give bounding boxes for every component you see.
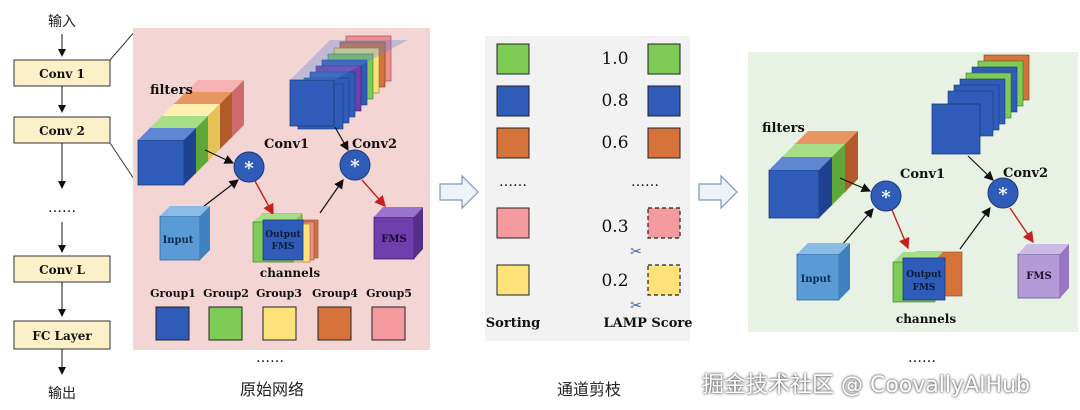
svg-text:Conv 1: Conv 1 [39, 67, 85, 81]
sorted-swatch-2 [496, 85, 530, 117]
scissors-icon: ✂ [630, 298, 642, 314]
group5-label: Group5 [366, 287, 412, 300]
svg-text:*: * [244, 158, 254, 179]
pruned-fms-cube: FMS [1017, 244, 1069, 299]
flow-output-label: 输出 [48, 386, 76, 402]
group3-swatch [262, 306, 297, 341]
flow-ellipsis: …… [48, 200, 76, 216]
sorted-swatch-1 [496, 43, 530, 75]
pruned-ellipsis: …… [908, 350, 936, 366]
groups-ellipsis: …… [256, 350, 284, 366]
lamp-score-label: LAMP Score [603, 316, 692, 331]
conv1-label: Conv1 [264, 137, 309, 152]
svg-text:Input: Input [163, 235, 194, 246]
score-2: 0.8 [601, 91, 628, 111]
flow-input-label: 输入 [48, 14, 76, 30]
scored-swatch-1 [647, 43, 681, 75]
pruned-conv2-operator: * [987, 177, 1019, 209]
group1-swatch [155, 306, 190, 341]
pruned-channels-label: channels [896, 312, 956, 326]
pruned-conv1-operator: * [870, 180, 902, 212]
pruned-swatch-2 [647, 264, 681, 296]
score-ellipsis: …… [631, 174, 659, 190]
svg-text:FMS: FMS [913, 283, 936, 293]
svg-text:*: * [998, 184, 1008, 205]
sorting-label: Sorting [486, 316, 540, 331]
flow-fc: FC Layer [13, 320, 111, 350]
svg-text:FMS: FMS [1026, 271, 1051, 282]
pruned-network-panel: filters * Conv1 * Conv2 [748, 52, 1078, 332]
flow-arrow-1 [439, 174, 479, 210]
sorting-ellipsis: …… [499, 174, 527, 190]
group5-swatch [371, 306, 406, 341]
group4-swatch [317, 306, 352, 341]
original-network-caption: 原始网络 [240, 380, 305, 399]
channels-label: channels [260, 266, 320, 280]
pruned-input-cube: Input [796, 243, 850, 301]
scored-swatch-2 [647, 85, 681, 117]
pruned-swatch-1 [647, 207, 681, 239]
watermark: 掘金技术社区 @ CoovallyAIHub [702, 373, 1031, 398]
svg-text:FMS: FMS [381, 234, 406, 245]
score-1: 1.0 [601, 49, 628, 69]
group3-label: Group3 [256, 287, 302, 300]
conv2-kernel-stack [289, 35, 408, 130]
flow-conv2: Conv 2 [13, 116, 111, 144]
pruned-filters-label: filters [762, 121, 805, 136]
filter-stack [137, 80, 244, 186]
channel-pruning-caption: 通道剪枝 [557, 380, 622, 399]
pruned-conv2-kernel-stack [931, 54, 1030, 155]
svg-text:FC Layer: FC Layer [32, 329, 92, 343]
svg-text:Conv 2: Conv 2 [39, 124, 85, 138]
output-fms-stack: Output FMS [252, 213, 319, 263]
group2-label: Group2 [203, 287, 249, 300]
original-network-panel: filters * Conv1 * Conv2 [133, 28, 430, 366]
svg-text:*: * [350, 156, 360, 177]
svg-text:Output: Output [265, 230, 301, 240]
conv2-label: Conv2 [352, 137, 397, 152]
pruning-panel: …… Sorting 1.0 0.8 0.6 …… 0.3 0.2 ✂ ✂ LA… [485, 36, 693, 341]
sorted-swatch-4 [496, 207, 530, 239]
flow-convL: Conv L [13, 255, 111, 283]
score-4: 0.3 [601, 217, 628, 237]
fms-cube: FMS [373, 207, 423, 260]
pruned-output-fms-stack: Output FMS [892, 251, 963, 303]
pruned-filter-stack [768, 131, 858, 219]
conv1-operator: * [233, 151, 265, 183]
group-legend: Group1 Group2 Group3 Group4 Group5 [150, 287, 412, 341]
score-3: 0.6 [601, 133, 628, 153]
svg-text:FMS: FMS [272, 242, 295, 252]
sorted-swatch-5 [496, 264, 530, 296]
group2-swatch [208, 306, 243, 341]
input-cube: Input [159, 206, 210, 261]
conv2-operator: * [339, 149, 371, 181]
group1-label: Group1 [150, 287, 196, 300]
scored-swatch-3 [647, 127, 681, 159]
score-5: 0.2 [601, 271, 628, 291]
filters-label: filters [150, 83, 193, 98]
scissors-icon: ✂ [630, 244, 642, 260]
svg-text:Output: Output [906, 270, 942, 280]
svg-text:Conv L: Conv L [39, 263, 85, 277]
svg-text:*: * [881, 187, 891, 208]
pruned-conv2-label: Conv2 [1003, 166, 1048, 181]
svg-text:Input: Input [801, 274, 832, 285]
sorted-swatch-3 [496, 127, 530, 159]
flow-arrow-3 [698, 174, 738, 210]
layer-flow: 输入 Conv 1 Conv 2 …… Conv L FC Layer 输出 [13, 14, 137, 402]
flow-conv1: Conv 1 [13, 59, 111, 87]
group4-label: Group4 [312, 287, 358, 300]
pruned-conv1-label: Conv1 [900, 167, 945, 182]
